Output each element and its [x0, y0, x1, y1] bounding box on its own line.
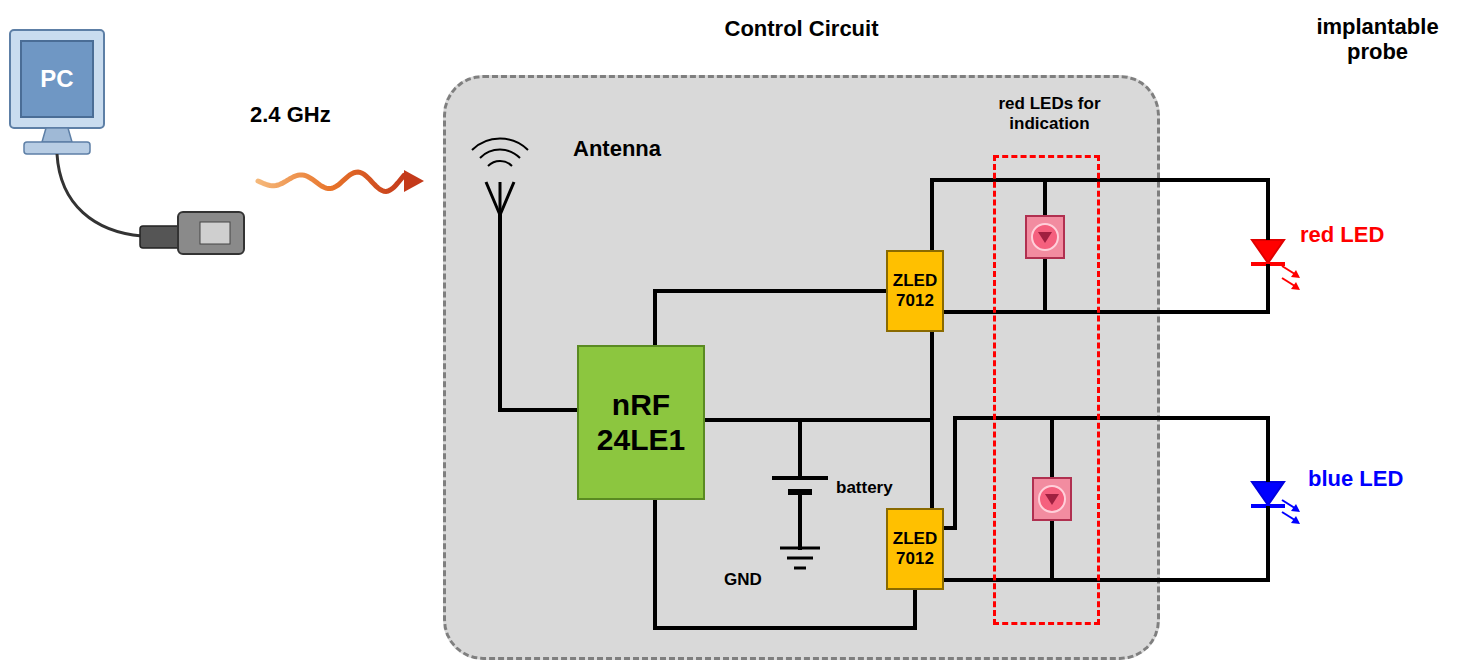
- antenna-symbol: [472, 139, 528, 215]
- box-label: ZLED 7012: [890, 271, 940, 310]
- wire-connector: [655, 291, 886, 345]
- probe-wires: [1160, 180, 1268, 580]
- led-driver-box: ZLED 7012: [886, 250, 944, 332]
- part-name: blue LED: [1308, 466, 1403, 491]
- control-circuit-region: Control CircuitnRF 24LE1ZLED 7012ZLED 70…: [443, 75, 1160, 660]
- battery-symbol: [772, 478, 828, 568]
- radio-wave: [258, 172, 404, 191]
- region-heading: Control Circuit: [446, 16, 1157, 41]
- pc-screen: PC: [20, 40, 94, 118]
- part-name: battery: [836, 478, 893, 498]
- indicator-group: red LEDs for indication: [993, 155, 1100, 625]
- part-name: red LED: [1300, 222, 1384, 247]
- microcontroller-box: nRF 24LE1: [577, 345, 705, 500]
- pc-monitor: [10, 30, 104, 154]
- part-name: implantable probe: [1285, 14, 1470, 65]
- led-driver-box: ZLED 7012: [886, 508, 944, 590]
- radio-wave-head: [404, 170, 424, 192]
- group-heading: red LEDs for indication: [971, 94, 1128, 133]
- frequency-label: 2.4 GHz: [250, 102, 331, 127]
- usb-dongle: [140, 212, 244, 254]
- part-name: Antenna: [573, 136, 661, 161]
- box-label: ZLED 7012: [890, 529, 940, 568]
- usb-cable: [57, 154, 142, 236]
- red-led-symbol: [1251, 240, 1300, 290]
- indicator-led-icons: [1026, 216, 1071, 520]
- blue-led-symbol: [1251, 482, 1300, 524]
- ground-label: GND: [724, 570, 762, 590]
- wire-connector: [655, 500, 915, 628]
- box-label: nRF 24LE1: [585, 388, 697, 457]
- box-label: PC: [40, 65, 73, 93]
